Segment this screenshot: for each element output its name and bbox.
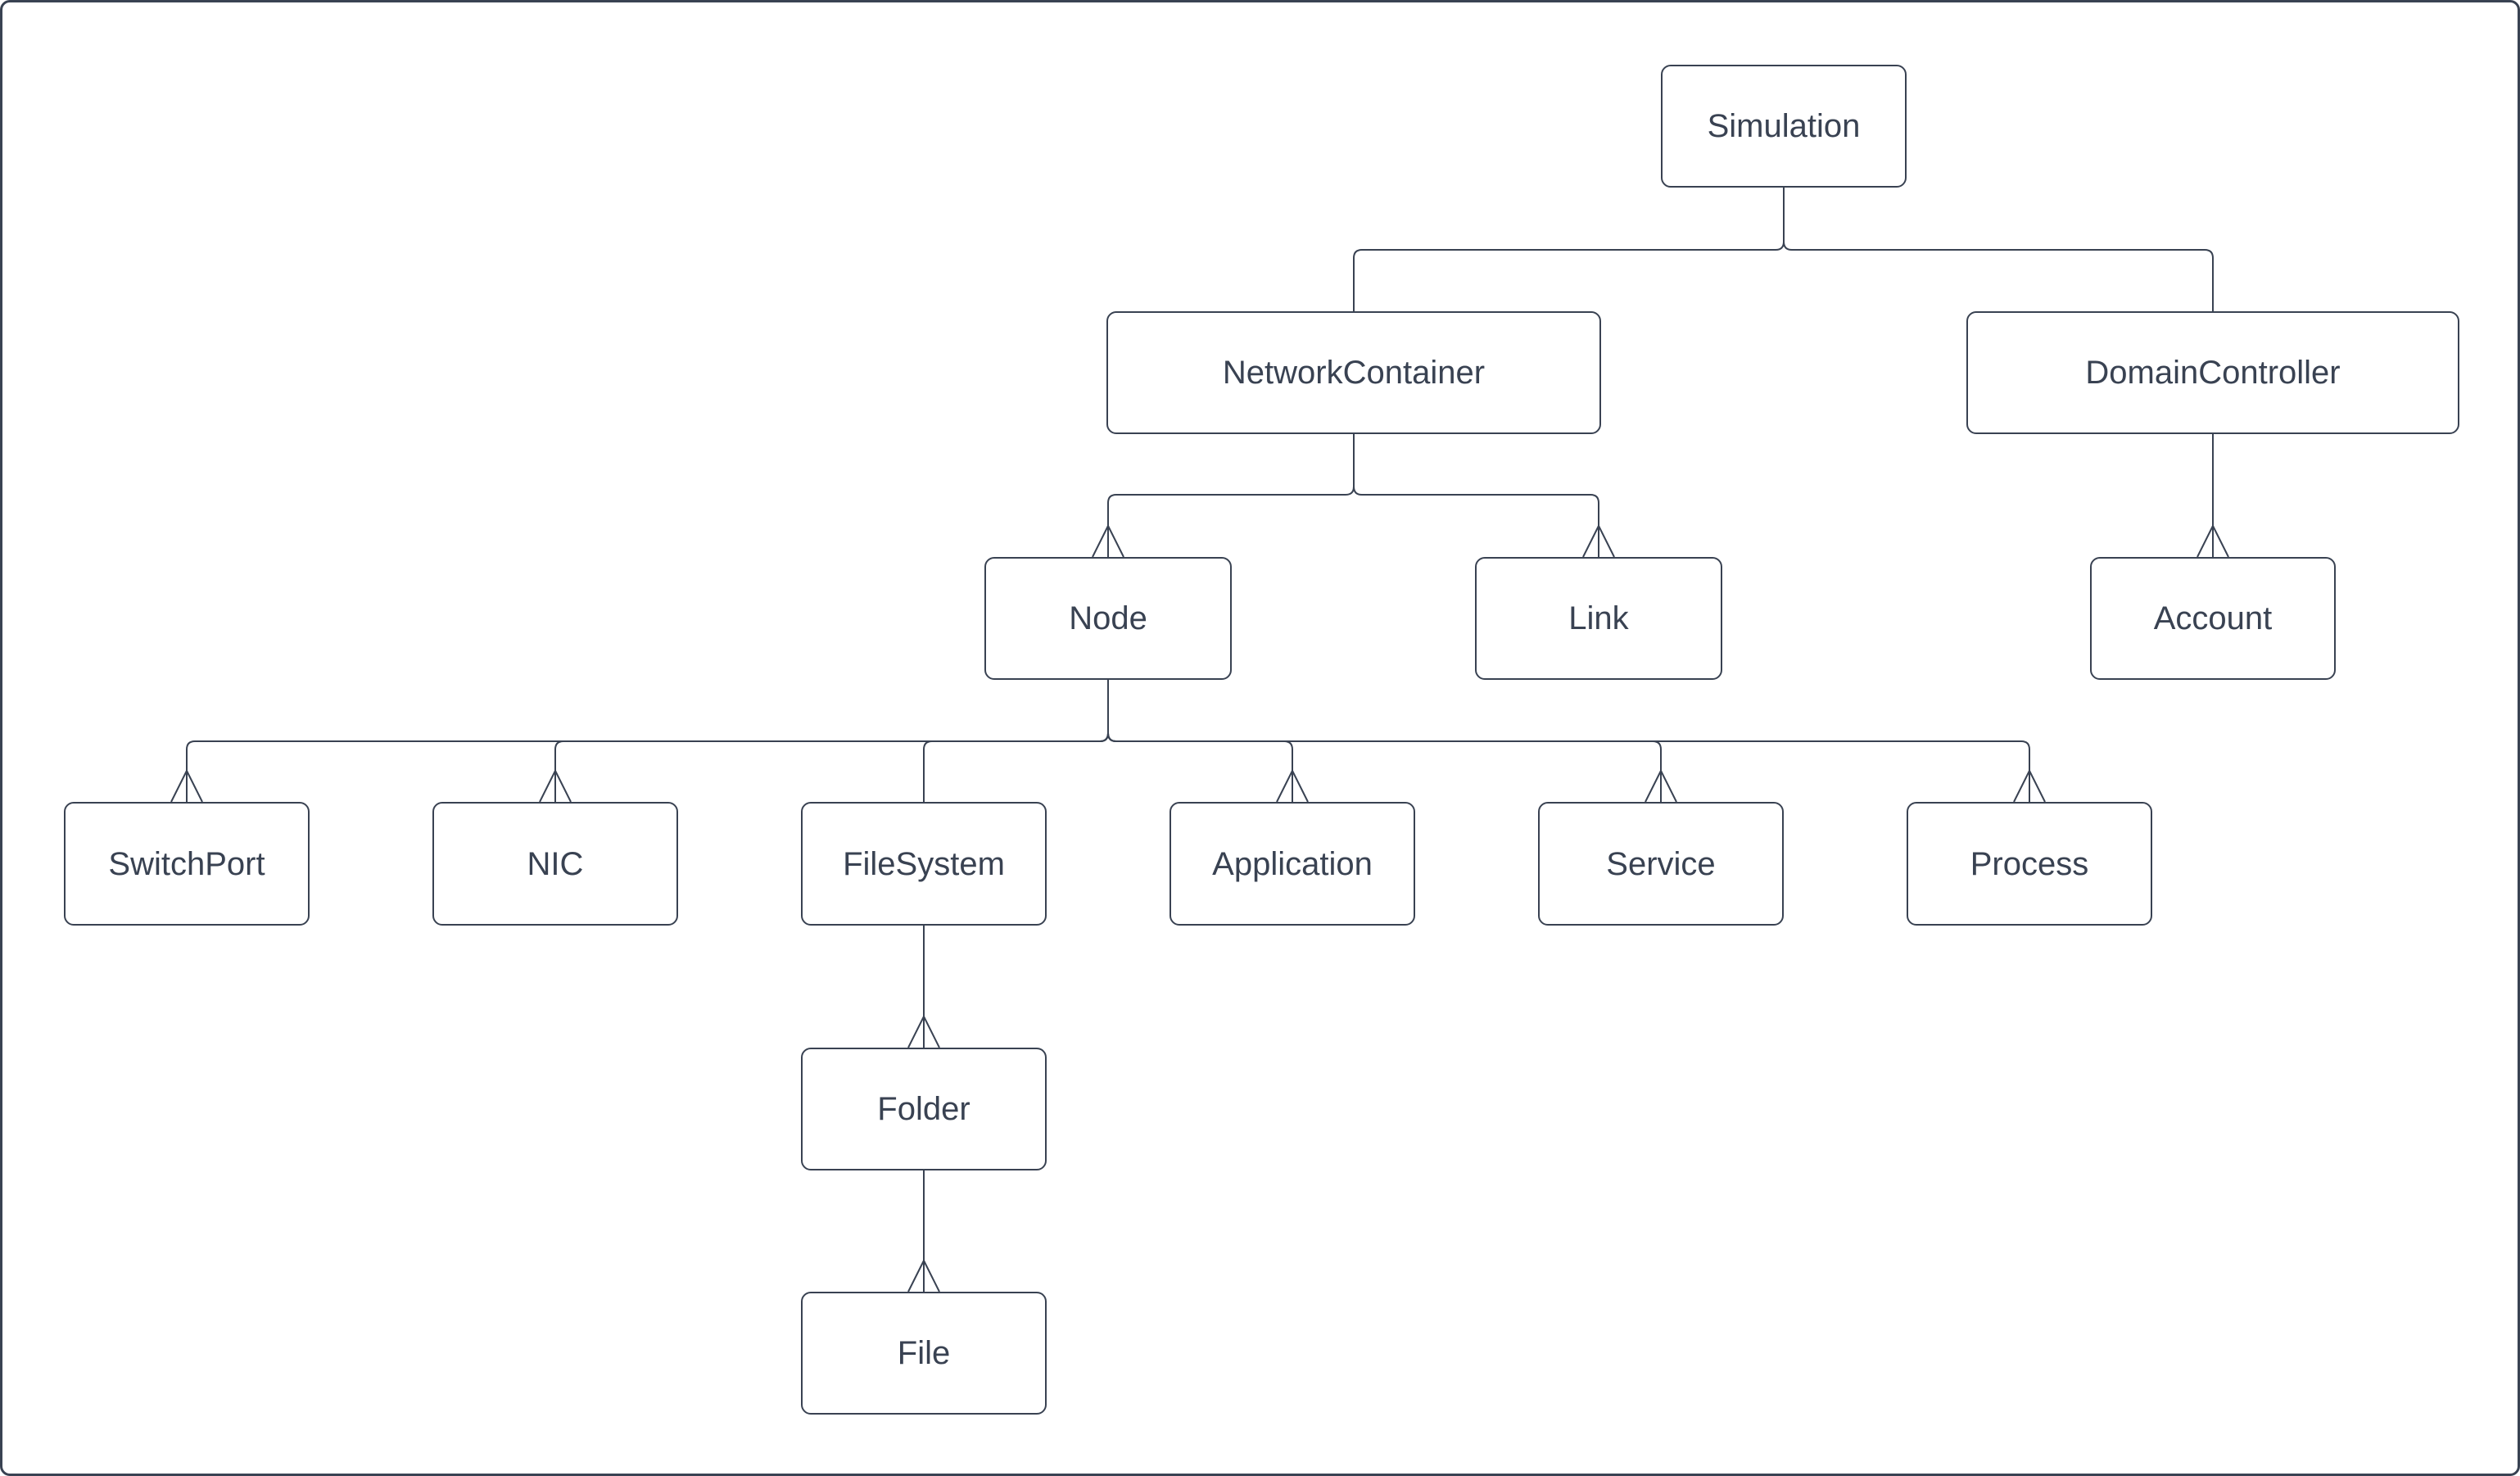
shape-network-container[interactable]: NetworkContainer [1106,311,1601,434]
shape-label-file-system: FileSystem [843,845,1005,882]
edge-node-switch-port [186,680,1109,802]
shape-label-domain-controller: DomainController [2085,355,2341,391]
shape-label-simulation: Simulation [1707,108,1861,144]
shape-label-network-container: NetworkContainer [1222,355,1486,391]
shape-link[interactable]: Link [1475,557,1722,680]
edge-node-nic [554,680,1109,802]
edge-simulation-domain-controller [1783,188,2214,311]
open-arrowhead-file [907,1260,940,1293]
edge-simulation-network-container [1353,188,1785,311]
shape-label-application: Application [1212,845,1373,882]
shape-label-folder: Folder [877,1091,970,1127]
shape-label-node: Node [1069,600,1147,636]
shape-label-link: Link [1568,600,1629,636]
shape-label-file: File [897,1335,951,1371]
edge-node-file-system [923,680,1109,802]
edge-node-process [1107,680,2030,802]
shape-nic[interactable]: NIC [432,802,678,926]
shape-process[interactable]: Process [1907,802,2152,926]
shape-label-nic: NIC [527,845,584,882]
open-arrowhead-service [1645,770,1677,803]
edge-node-application [1107,680,1293,802]
open-arrowhead-switch-port [170,770,203,803]
open-arrowhead-link [1582,525,1615,558]
shape-file-system[interactable]: FileSystem [801,802,1047,926]
open-arrowhead-nic [539,770,572,803]
open-arrowhead-folder [907,1016,940,1048]
shape-account[interactable]: Account [2090,557,2336,680]
open-arrowhead-account [2197,525,2229,558]
edge-node-service [1107,680,1662,802]
edge-network-container-node [1107,434,1355,557]
edge-network-container-link [1353,434,1599,557]
shape-service[interactable]: Service [1538,802,1784,926]
shape-domain-controller[interactable]: DomainController [1966,311,2459,434]
shape-file[interactable]: File [801,1292,1047,1415]
shape-switch-port[interactable]: SwitchPort [64,802,310,926]
shape-label-service: Service [1606,845,1716,882]
shape-application[interactable]: Application [1170,802,1415,926]
open-arrowhead-process [2013,770,2046,803]
shape-folder[interactable]: Folder [801,1048,1047,1170]
shape-simulation[interactable]: Simulation [1661,65,1907,188]
open-arrowhead-application [1276,770,1309,803]
open-arrowhead-node [1092,525,1124,558]
shape-label-process: Process [1970,845,2089,882]
shape-label-switch-port: SwitchPort [108,845,265,882]
shape-node[interactable]: Node [984,557,1232,680]
shape-label-account: Account [2153,600,2273,636]
